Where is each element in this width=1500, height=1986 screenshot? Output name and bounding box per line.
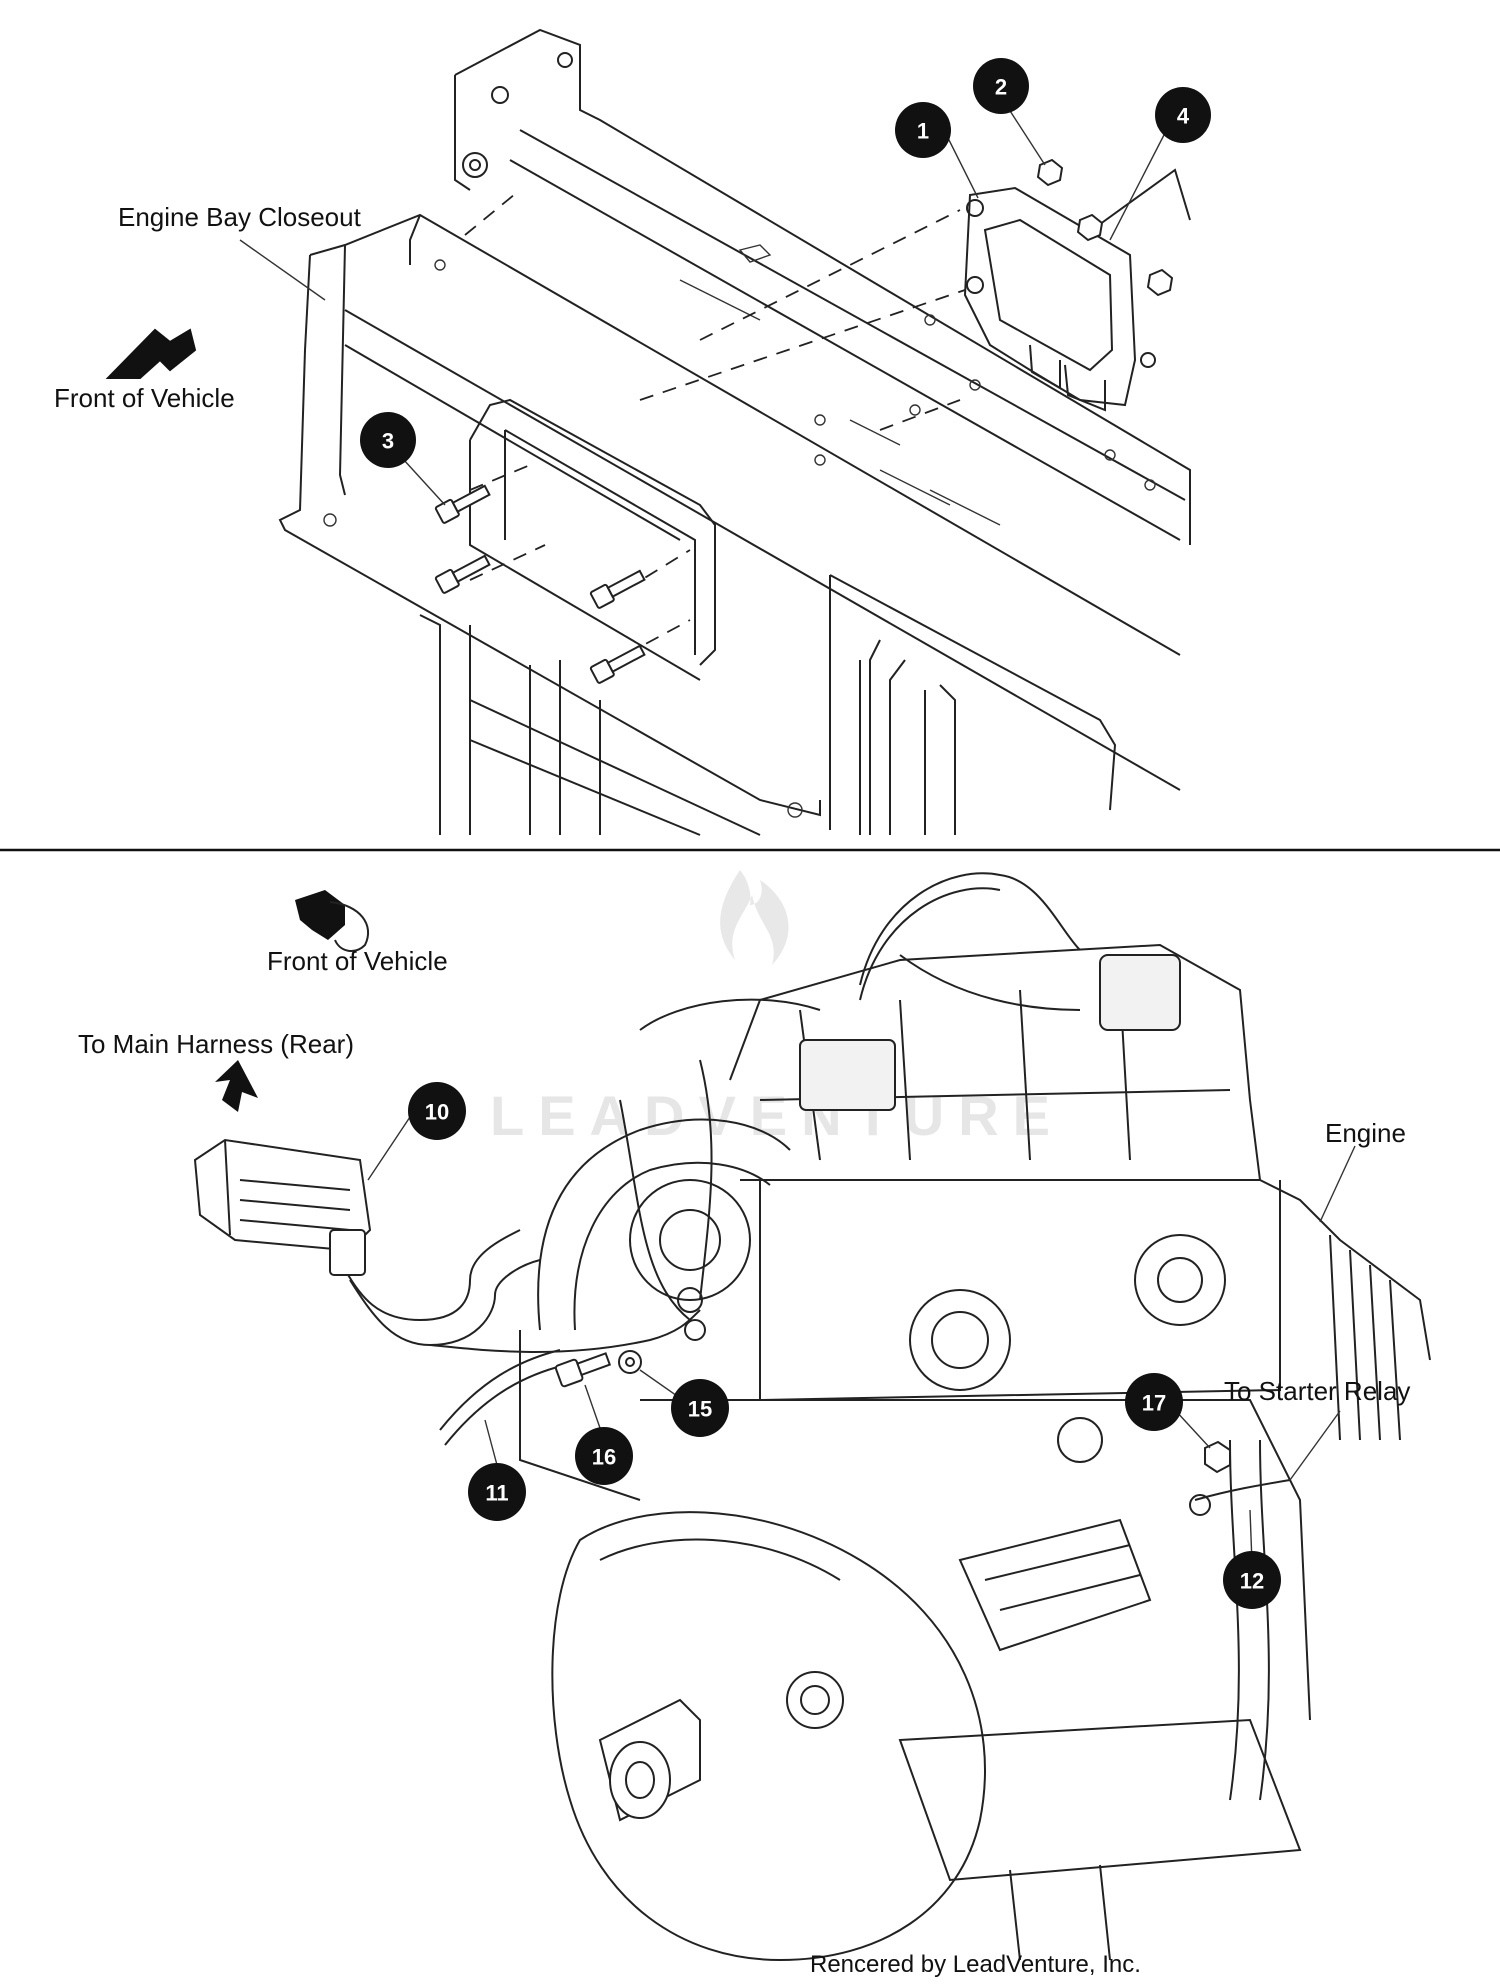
engine-label: Engine — [1325, 1118, 1406, 1148]
leader-callout-11 — [484, 1419, 498, 1466]
bottom-panel: LEADVENTURE — [78, 870, 1431, 1978]
callout-17: 17 — [1125, 1373, 1183, 1431]
callout-2: 2 — [973, 58, 1029, 114]
callout-1: 1 — [895, 102, 951, 158]
engine-bay-closeout-drawing — [278, 28, 1191, 836]
callout-10: 10 — [408, 1082, 466, 1140]
direction-arrow-icon — [215, 1060, 258, 1112]
wiring-harness — [339, 872, 1291, 1516]
front-of-vehicle-label-top: Front of Vehicle — [54, 383, 235, 413]
svg-text:11: 11 — [485, 1481, 508, 1506]
front-of-vehicle-label-bottom: Front of Vehicle — [267, 946, 448, 976]
main-harness-connector — [193, 1138, 372, 1276]
leadventure-flame-logo — [720, 870, 789, 965]
callout-16: 16 — [575, 1427, 633, 1485]
callout-11: 11 — [468, 1463, 526, 1521]
callout-4: 4 — [1155, 87, 1211, 143]
leader-callout-10 — [367, 1107, 417, 1181]
callout-12: 12 — [1223, 1551, 1281, 1609]
bolt-16 — [554, 1352, 612, 1388]
svg-text:2: 2 — [995, 75, 1007, 100]
leader-callout-17 — [1174, 1409, 1211, 1449]
nut-15 — [618, 1350, 642, 1374]
svg-text:12: 12 — [1240, 1569, 1264, 1594]
leader-engine — [1319, 1145, 1356, 1223]
leader-callout-1 — [947, 137, 979, 199]
rendered-by-credit: Rencered by LeadVenture, Inc. — [810, 1951, 1141, 1978]
nut-17 — [1204, 1440, 1231, 1474]
svg-text:17: 17 — [1142, 1391, 1166, 1416]
svg-text:4: 4 — [1177, 104, 1190, 129]
to-main-harness-label: To Main Harness (Rear) — [78, 1029, 354, 1059]
nuts — [1036, 158, 1174, 297]
front-direction-arrow-icon — [105, 328, 197, 379]
engine-bay-closeout-label: Engine Bay Closeout — [118, 202, 362, 232]
engine-drawing — [519, 943, 1431, 1962]
watermark-text: LEADVENTURE — [490, 1084, 1064, 1147]
callout-15: 15 — [671, 1379, 729, 1437]
svg-text:16: 16 — [592, 1445, 616, 1470]
svg-text:1: 1 — [917, 119, 929, 144]
front-direction-arrow-icon — [295, 890, 370, 952]
to-starter-relay-label: To Starter Relay — [1224, 1376, 1410, 1406]
top-panel: Engine Bay Closeout Front of Vehicle 1 2… — [54, 28, 1211, 836]
leader-starter-relay — [1289, 1410, 1341, 1481]
leader-callout-16 — [584, 1384, 601, 1429]
ecu-module — [963, 168, 1191, 412]
svg-text:3: 3 — [382, 429, 394, 454]
svg-text:10: 10 — [425, 1100, 449, 1125]
callout-3: 3 — [360, 412, 416, 468]
bolts — [434, 484, 646, 684]
leader-engine-bay — [239, 239, 326, 301]
leader-callout-4 — [1109, 132, 1166, 241]
svg-text:15: 15 — [688, 1397, 712, 1422]
